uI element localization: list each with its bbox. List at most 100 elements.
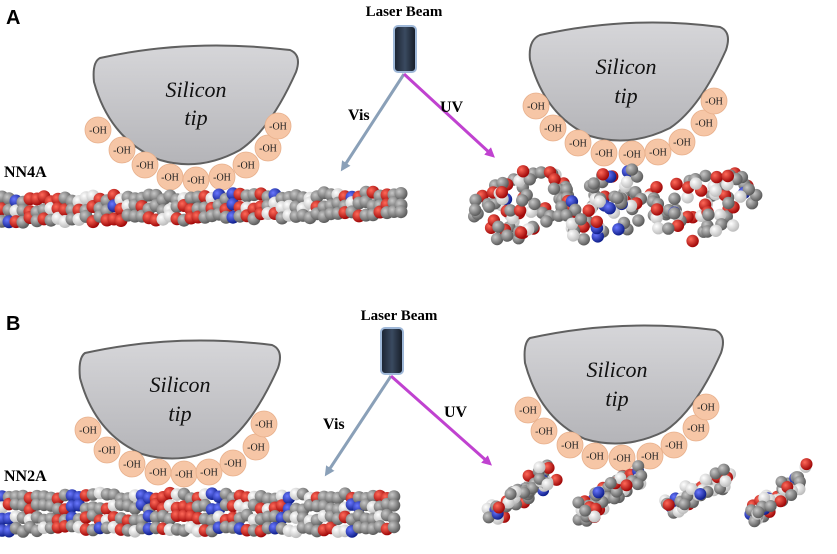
- atom-white: [709, 184, 722, 197]
- tip-label-line2: tip: [168, 401, 191, 426]
- hydroxyl-label: -OH: [224, 459, 242, 470]
- hydroxyl-bead: [539, 114, 567, 142]
- hydroxyl-bead: [522, 92, 550, 120]
- atom-gray: [625, 163, 639, 176]
- hydroxyl-label: -OH: [247, 443, 265, 454]
- hydroxyl-bead: [564, 129, 592, 157]
- atom-red: [495, 186, 508, 199]
- atom-gray: [611, 191, 624, 204]
- hydroxyl-label: -OH: [255, 420, 273, 431]
- atom-gray: [668, 192, 681, 205]
- atom-gray: [482, 511, 495, 524]
- hydroxyl-beads: -OH-OH-OH-OH-OH-OH-OH-OH-OH: [514, 393, 720, 472]
- atom-white: [689, 177, 703, 190]
- atom-white: [541, 478, 554, 491]
- hydroxyl-label: -OH: [213, 173, 231, 184]
- atom-gray: [547, 182, 561, 195]
- atom-gray: [490, 232, 504, 246]
- atom-gray: [702, 208, 715, 221]
- atom-white: [588, 510, 601, 523]
- hydroxyl-bead: [232, 151, 260, 179]
- atom-gray: [572, 496, 585, 509]
- silicon-tip: Silicon tip: [528, 21, 729, 142]
- hydroxyl-label: -OH: [79, 426, 97, 437]
- atom-red: [710, 170, 723, 184]
- atom-gray: [742, 183, 755, 196]
- uv-arrow: [390, 374, 492, 466]
- hydroxyl-bead: [700, 87, 728, 115]
- hydroxyl-label: -OH: [623, 150, 641, 161]
- hydroxyl-label: -OH: [673, 138, 691, 149]
- atom-gray: [632, 214, 645, 227]
- hydroxyl-label: -OH: [175, 470, 193, 481]
- atom-white: [533, 461, 546, 474]
- hydroxyl-beads: -OH-OH-OH-OH-OH-OH-OH-OH-OH: [522, 87, 728, 168]
- hydroxyl-bead: [195, 458, 223, 486]
- hydroxyl-bead: [660, 431, 688, 459]
- tip-label-line1: Silicon: [165, 77, 226, 102]
- hydroxyl-label: -OH: [98, 446, 116, 457]
- atom-gray: [394, 187, 408, 200]
- atom-red: [596, 168, 610, 181]
- atom-red: [582, 204, 595, 217]
- hydroxyl-bead: [264, 112, 292, 140]
- uv-label: UV: [444, 404, 468, 421]
- molecule-label: NN2A: [4, 468, 47, 485]
- atom-gray: [482, 200, 496, 213]
- atom-red: [686, 234, 699, 248]
- atom-white: [734, 190, 747, 203]
- atom-blue: [592, 486, 605, 499]
- panel-letter: A: [6, 7, 20, 29]
- atom-gray: [501, 229, 514, 242]
- hydroxyl-label: -OH: [89, 126, 107, 137]
- hydroxyl-label: -OH: [687, 424, 705, 435]
- hydroxyl-bead: [668, 128, 696, 156]
- atom-gray: [577, 233, 590, 246]
- atom-gray: [469, 193, 482, 207]
- atom-blue: [694, 488, 707, 500]
- silicon-tip: Silicon tip: [92, 44, 299, 166]
- atom-red: [774, 495, 787, 508]
- hydroxyl-bead: [690, 109, 718, 137]
- hydroxyl-label: -OH: [705, 97, 723, 108]
- atom-red: [548, 173, 561, 186]
- vis-arrow: [324, 375, 393, 477]
- tip-label-line1: Silicon: [595, 54, 656, 79]
- hydroxyl-bead: [250, 410, 278, 438]
- atom-gray: [632, 460, 645, 473]
- atom-red: [650, 181, 663, 194]
- atom-gray: [504, 204, 517, 217]
- atom-white: [713, 208, 727, 222]
- hydroxyl-label: -OH: [149, 468, 167, 479]
- atom-red: [513, 204, 527, 217]
- hydroxyl-bead: [118, 450, 146, 478]
- laser-beam-label: Laser Beam: [361, 308, 438, 324]
- atom-red: [662, 498, 675, 511]
- atom-gray: [722, 196, 735, 210]
- atom-gray: [604, 477, 617, 489]
- tip-label-line1: Silicon: [149, 372, 210, 397]
- hydroxyl-label: -OH: [519, 406, 537, 417]
- uv-label: UV: [440, 99, 464, 116]
- hydroxyl-bead: [636, 442, 664, 470]
- laser-device-icon: [393, 25, 417, 73]
- atom-gray: [504, 488, 517, 500]
- hydroxyl-label: -OH: [665, 441, 683, 452]
- atom-gray: [528, 197, 541, 211]
- atom-white: [709, 224, 723, 237]
- hydroxyl-label: -OH: [269, 122, 287, 133]
- molecule-label: NN4A: [4, 164, 47, 181]
- atom-gray: [579, 504, 592, 517]
- atom-white: [726, 219, 740, 232]
- atom-white: [624, 199, 638, 212]
- atom-white: [567, 229, 580, 242]
- atom-gray: [699, 169, 712, 183]
- hydroxyl-bead: [556, 431, 584, 459]
- vis-arrow: [340, 73, 406, 172]
- atom-gray: [468, 203, 482, 216]
- atom-gray: [535, 166, 548, 179]
- atom-gray: [717, 463, 730, 476]
- hydroxyl-label: -OH: [613, 454, 631, 465]
- hydroxyl-label: -OH: [113, 146, 131, 157]
